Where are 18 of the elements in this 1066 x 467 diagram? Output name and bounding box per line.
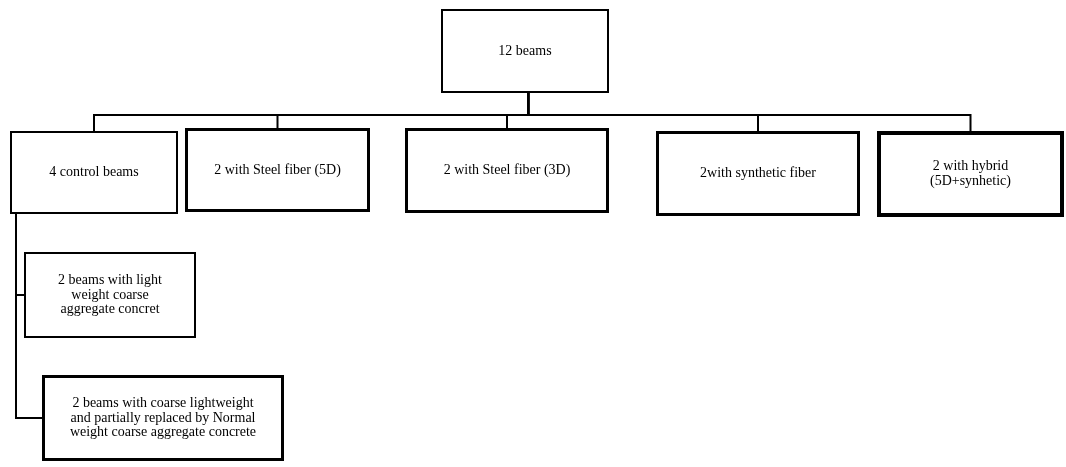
box-label: 2 beams with coarse lightweight and partially replaced by Normal weight coarse aggregate concrete [68, 395, 258, 441]
process-box [877, 131, 1064, 217]
process-box [24, 252, 196, 338]
box-label: 2 with Steel fiber (5D) [214, 162, 341, 178]
box-label: 2 with hybrid (5D+synhetic) [929, 159, 1012, 189]
box-label: 12 beams [498, 43, 552, 59]
process-box [441, 9, 609, 93]
connector-line [527, 92, 972, 132]
process-box [405, 128, 609, 213]
process-box [10, 131, 178, 214]
connector-line [15, 213, 43, 419]
process-box [656, 131, 860, 216]
box-label: 2 beams with light weight coarse aggregate concret [57, 272, 163, 318]
process-box [185, 128, 370, 212]
box-label: 2 with Steel fiber (3D) [443, 163, 571, 178]
box-label: 4 control beams [49, 165, 139, 180]
process-box [42, 375, 284, 461]
box-label: 2with synthetic fiber [700, 166, 816, 181]
